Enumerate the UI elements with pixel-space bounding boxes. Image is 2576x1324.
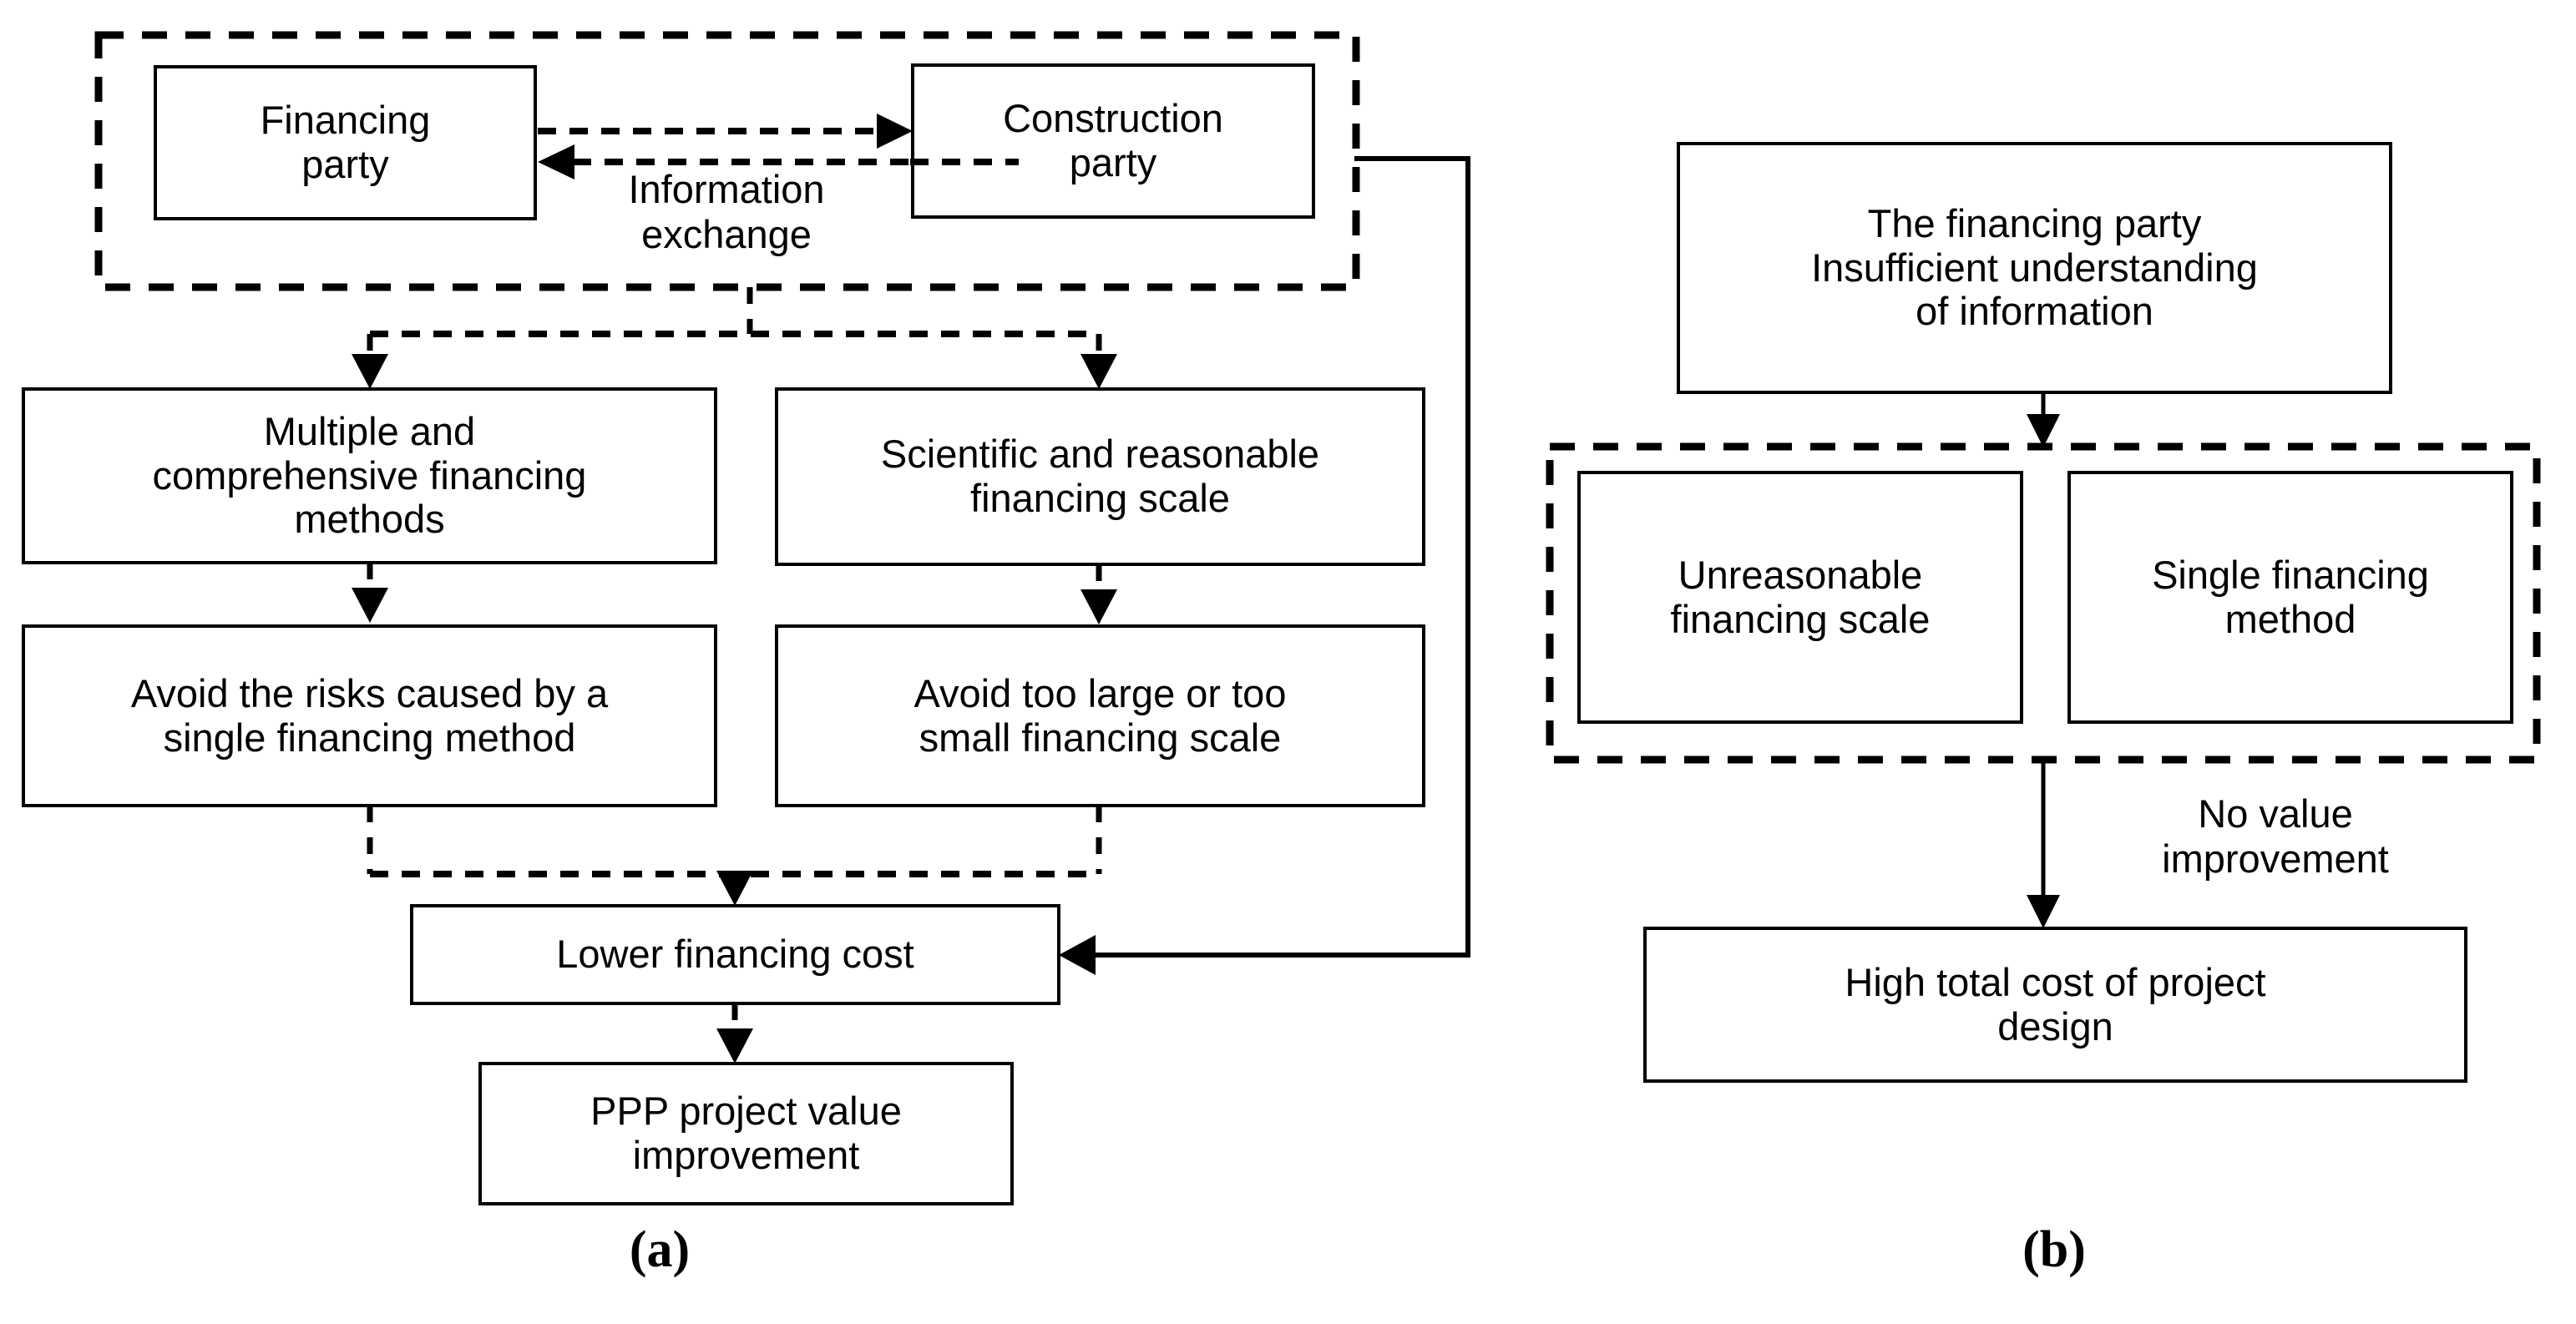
edge-scientific-to-avoid-scale-arrowhead xyxy=(1081,589,1117,624)
node-single-method-rect[interactable] xyxy=(2067,471,2513,724)
node-financing-party-insufficient-rect[interactable] xyxy=(1677,142,2392,394)
node-financing-party-rect[interactable] xyxy=(154,65,537,220)
edge-label-no-value-improvement: No value improvement xyxy=(2162,791,2389,881)
node-unreasonable-scale-rect[interactable] xyxy=(1577,471,2023,724)
edge-split-to-scientific-scale-arrowhead xyxy=(1081,354,1117,389)
panel-b-caption: (b) xyxy=(2022,1221,2086,1278)
edge-lower-cost-to-ppp-arrowhead xyxy=(716,1028,753,1064)
edge-construction-to-lower-cost xyxy=(1092,156,1470,958)
node-ppp-value-improvement-rect[interactable] xyxy=(478,1062,1014,1205)
edge-financing-to-construction-arrowhead xyxy=(877,114,913,149)
information-exchange-group-box xyxy=(94,31,1360,291)
node-multiple-methods-rect[interactable] xyxy=(22,387,717,564)
node-construction-party-rect[interactable] xyxy=(911,63,1315,219)
edge-insufficient-to-group-arrowhead xyxy=(2027,414,2060,447)
edge-construction-to-lower-cost-arrowhead xyxy=(1059,935,1096,975)
edge-label-information-exchange: Information exchange xyxy=(628,167,825,256)
node-high-total-cost-rect[interactable] xyxy=(1643,927,2467,1083)
edge-merge-to-lower-cost-arrowhead xyxy=(716,871,753,906)
node-lower-financing-cost-rect[interactable] xyxy=(410,904,1060,1005)
node-avoid-scale-extremes-rect[interactable] xyxy=(775,624,1425,807)
edge-multiple-to-avoid-risk-arrowhead xyxy=(352,588,388,623)
node-avoid-single-method-risk-rect[interactable] xyxy=(22,624,717,807)
edge-construction-to-financing-arrowhead xyxy=(538,144,574,179)
edge-group-to-high-cost-arrowhead xyxy=(2027,895,2060,928)
edge-split-to-multiple-methods-arrowhead xyxy=(352,354,388,389)
node-scientific-scale-rect[interactable] xyxy=(775,387,1425,566)
panel-a-caption: (a) xyxy=(629,1221,691,1278)
